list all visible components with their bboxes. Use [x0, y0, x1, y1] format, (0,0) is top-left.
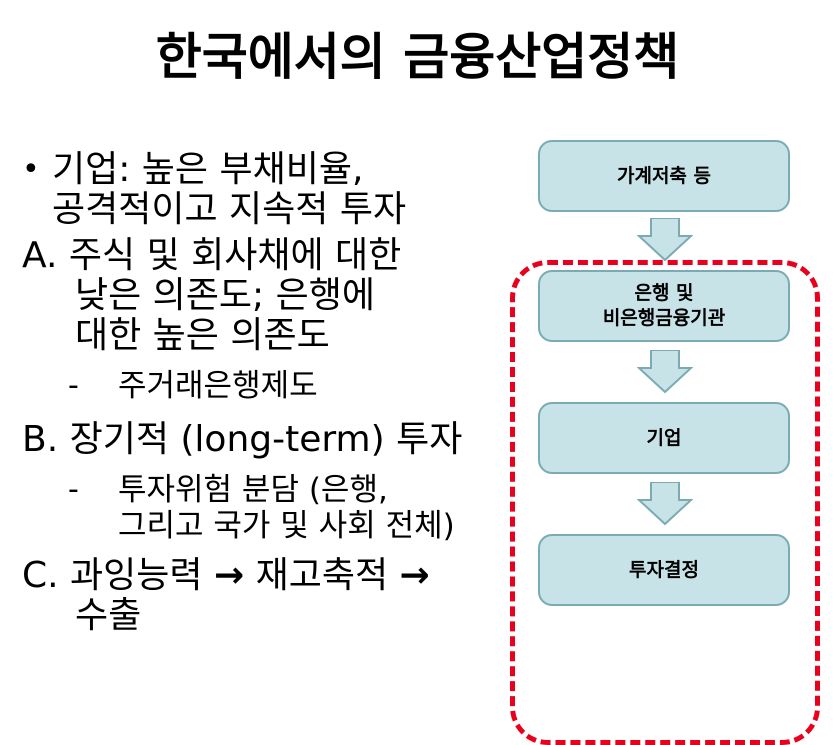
- item-a-line-1: A. 주식 및 회사채에 대한: [22, 235, 402, 276]
- right-arrow-icon: →: [399, 555, 430, 596]
- content-area: • 기업: 높은 부채비율, 공격적이고 지속적 투자 A. 주식 및 회사채에…: [22, 149, 463, 636]
- node-label-line-1: 은행 및: [634, 282, 694, 304]
- node-household-savings: 가계저축 등: [538, 140, 790, 212]
- bullet-line-1: 기업: 높은 부채비율,: [52, 149, 364, 190]
- item-b-sub-line-1: 투자위험 분담 (은행,: [118, 472, 388, 508]
- node-investment-decision: 투자결정: [538, 534, 790, 606]
- node-firms: 기업: [538, 402, 790, 474]
- node-label: 가계저축 등: [616, 164, 711, 187]
- item-b-sub-line-2: 그리고 국가 및 사회 전체): [118, 508, 455, 544]
- bullet-marker: •: [22, 152, 40, 187]
- item-c-line-2: 수출: [75, 595, 142, 636]
- flow-diagram: 가계저축 등 은행 및 비은행금융기관 기업 투자결정: [500, 130, 835, 745]
- down-arrow-icon: [637, 350, 693, 394]
- down-arrow-icon: [637, 482, 693, 526]
- item-c-mid: 재고축적: [255, 555, 389, 596]
- item-a-sub: 주거래은행제도: [118, 368, 318, 404]
- item-c-prefix: C. 과잉능력: [22, 555, 203, 596]
- down-arrow-icon: [637, 218, 693, 262]
- node-banks: 은행 및 비은행금융기관: [538, 270, 790, 342]
- bullet-line-2: 공격적이고 지속적 투자: [52, 189, 407, 230]
- right-arrow-icon: →: [213, 555, 245, 596]
- item-a-line-3: 대한 높은 의존도: [75, 315, 330, 356]
- item-a-line-2: 낮은 의존도; 은행에: [75, 275, 375, 316]
- node-label: 기업: [646, 426, 682, 449]
- page-title: 한국에서의 금융산업정책: [155, 28, 680, 86]
- item-a-sub-dash: -: [68, 368, 79, 403]
- item-c-line-1: C. 과잉능력 → 재고축적 →: [22, 556, 430, 596]
- item-b-line-1: B. 장기적 (long-term) 투자: [22, 419, 463, 460]
- item-b-sub-dash: -: [68, 472, 79, 507]
- node-label: 투자결정: [629, 558, 699, 581]
- node-label-line-2: 비은행금융기관: [602, 307, 726, 329]
